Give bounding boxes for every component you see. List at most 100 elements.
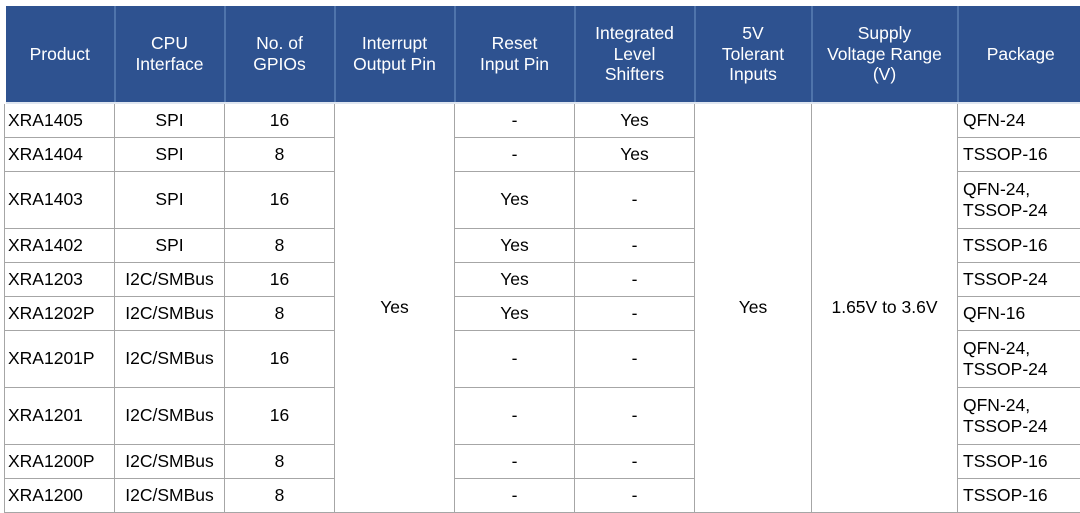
column-header-product-label: Product — [30, 44, 90, 64]
column-header-package-label: Package — [987, 44, 1055, 64]
column-header-5v-tolerant-inputs-line2: Tolerant — [722, 44, 784, 64]
cell-package-line: TSSOP-24 — [963, 416, 1080, 437]
product-comparison-table: Product CPU Interface No. of GPIOs Inter… — [3, 3, 1080, 513]
cell-product: XRA1403 — [5, 172, 115, 229]
cell-cpu-interface: SPI — [115, 103, 225, 138]
cell-num-gpios: 8 — [225, 229, 335, 263]
cell-cpu-interface: I2C/SMBus — [115, 388, 225, 445]
cell-product: XRA1203 — [5, 263, 115, 297]
cell-package-line: TSSOP-16 — [963, 485, 1080, 506]
cell-interrupt-output-pin-merged: Yes — [335, 103, 455, 513]
cell-package-line: QFN-24, — [963, 179, 1080, 200]
cell-package-line: QFN-24 — [963, 110, 1080, 131]
cell-integrated-level-shifters: Yes — [575, 138, 695, 172]
cell-num-gpios: 8 — [225, 297, 335, 331]
column-header-supply-voltage-range-line2: Voltage Range — [827, 44, 942, 64]
cell-product: XRA1201 — [5, 388, 115, 445]
cell-num-gpios: 16 — [225, 103, 335, 138]
cell-package-line: TSSOP-24 — [963, 269, 1080, 290]
cell-product: XRA1405 — [5, 103, 115, 138]
cell-cpu-interface: I2C/SMBus — [115, 479, 225, 513]
cell-num-gpios: 16 — [225, 331, 335, 388]
cell-package: QFN-24 — [958, 103, 1080, 138]
cell-integrated-level-shifters: - — [575, 331, 695, 388]
column-header-cpu-interface: CPU Interface — [115, 5, 225, 104]
cell-integrated-level-shifters: - — [575, 479, 695, 513]
column-header-num-gpios-line2: GPIOs — [253, 54, 306, 74]
cell-reset-input-pin: - — [455, 138, 575, 172]
cell-integrated-level-shifters: - — [575, 297, 695, 331]
column-header-interrupt-output-pin: Interrupt Output Pin — [335, 5, 455, 104]
column-header-num-gpios-line1: No. of — [256, 33, 303, 53]
cell-cpu-interface: I2C/SMBus — [115, 297, 225, 331]
cell-supply-voltage-range-merged: 1.65V to 3.6V — [812, 103, 958, 513]
cell-product: XRA1202P — [5, 297, 115, 331]
column-header-interrupt-output-pin-line2: Output Pin — [353, 54, 436, 74]
column-header-supply-voltage-range-line1: Supply — [858, 23, 912, 43]
cell-reset-input-pin: - — [455, 388, 575, 445]
column-header-reset-input-pin: Reset Input Pin — [455, 5, 575, 104]
cell-reset-input-pin: Yes — [455, 297, 575, 331]
cell-reset-input-pin: - — [455, 103, 575, 138]
cell-reset-input-pin: - — [455, 331, 575, 388]
column-header-5v-tolerant-inputs-line3: Inputs — [729, 64, 777, 84]
cell-num-gpios: 8 — [225, 445, 335, 479]
cell-reset-input-pin: Yes — [455, 172, 575, 229]
cell-integrated-level-shifters: - — [575, 229, 695, 263]
column-header-5v-tolerant-inputs-line1: 5V — [742, 23, 763, 43]
cell-package-line: TSSOP-24 — [963, 359, 1080, 380]
cell-package-line: QFN-24, — [963, 395, 1080, 416]
column-header-5v-tolerant-inputs: 5V Tolerant Inputs — [695, 5, 812, 104]
cell-cpu-interface: I2C/SMBus — [115, 331, 225, 388]
cell-integrated-level-shifters: - — [575, 445, 695, 479]
cell-num-gpios: 16 — [225, 388, 335, 445]
column-header-package: Package — [958, 5, 1080, 104]
cell-num-gpios: 16 — [225, 172, 335, 229]
column-header-cpu-interface-line1: CPU — [151, 33, 188, 53]
cell-package: QFN-24,TSSOP-24 — [958, 172, 1080, 229]
column-header-integrated-level-shifters-line2: Level — [614, 44, 656, 64]
cell-reset-input-pin: Yes — [455, 229, 575, 263]
column-header-integrated-level-shifters-line1: Integrated — [595, 23, 674, 43]
cell-reset-input-pin: - — [455, 479, 575, 513]
column-header-reset-input-pin-line2: Input Pin — [480, 54, 549, 74]
column-header-supply-voltage-range: Supply Voltage Range (V) — [812, 5, 958, 104]
table-header: Product CPU Interface No. of GPIOs Inter… — [5, 5, 1080, 104]
cell-num-gpios: 8 — [225, 138, 335, 172]
column-header-cpu-interface-line2: Interface — [135, 54, 203, 74]
cell-package-line: QFN-24, — [963, 338, 1080, 359]
cell-package: QFN-24,TSSOP-24 — [958, 388, 1080, 445]
cell-product: XRA1402 — [5, 229, 115, 263]
cell-product: XRA1201P — [5, 331, 115, 388]
cell-package: QFN-24,TSSOP-24 — [958, 331, 1080, 388]
column-header-integrated-level-shifters: Integrated Level Shifters — [575, 5, 695, 104]
cell-package-line: TSSOP-24 — [963, 200, 1080, 221]
cell-reset-input-pin: Yes — [455, 263, 575, 297]
cell-product: XRA1404 — [5, 138, 115, 172]
cell-package-line: TSSOP-16 — [963, 235, 1080, 256]
cell-integrated-level-shifters: Yes — [575, 103, 695, 138]
cell-package-line: TSSOP-16 — [963, 144, 1080, 165]
cell-package: TSSOP-16 — [958, 479, 1080, 513]
column-header-product: Product — [5, 5, 115, 104]
cell-cpu-interface: I2C/SMBus — [115, 445, 225, 479]
column-header-integrated-level-shifters-line3: Shifters — [605, 64, 664, 84]
cell-num-gpios: 8 — [225, 479, 335, 513]
cell-package-line: QFN-16 — [963, 303, 1080, 324]
cell-cpu-interface: SPI — [115, 229, 225, 263]
column-header-num-gpios: No. of GPIOs — [225, 5, 335, 104]
cell-package: TSSOP-16 — [958, 229, 1080, 263]
cell-package: QFN-16 — [958, 297, 1080, 331]
cell-package: TSSOP-24 — [958, 263, 1080, 297]
cell-num-gpios: 16 — [225, 263, 335, 297]
cell-package: TSSOP-16 — [958, 445, 1080, 479]
cell-product: XRA1200P — [5, 445, 115, 479]
column-header-interrupt-output-pin-line1: Interrupt — [362, 33, 427, 53]
cell-package: TSSOP-16 — [958, 138, 1080, 172]
cell-integrated-level-shifters: - — [575, 172, 695, 229]
cell-cpu-interface: SPI — [115, 138, 225, 172]
cell-reset-input-pin: - — [455, 445, 575, 479]
cell-package-line: TSSOP-16 — [963, 451, 1080, 472]
